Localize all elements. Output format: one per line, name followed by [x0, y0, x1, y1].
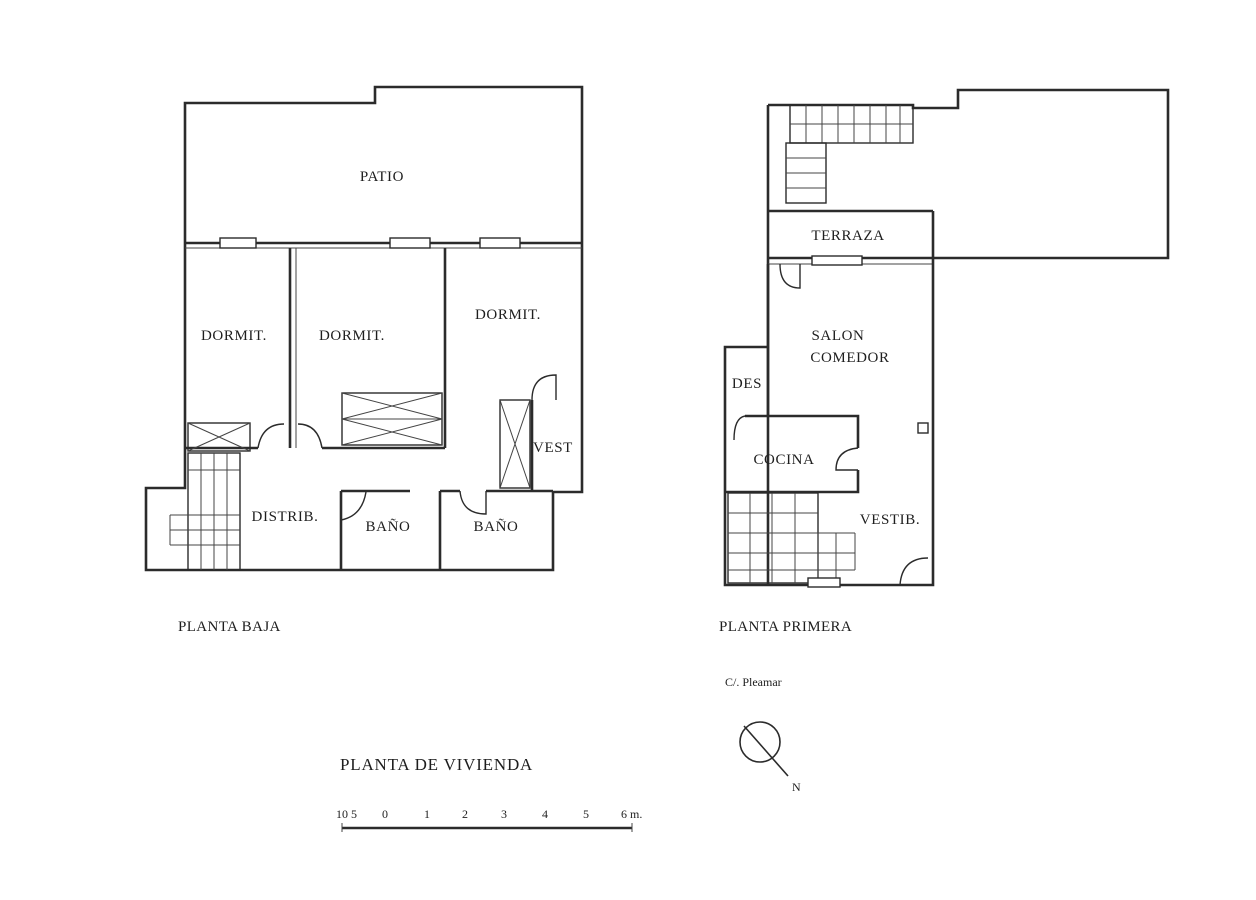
window [389, 237, 431, 249]
upper-staircase [785, 104, 914, 204]
room-label-vestib: VESTIB. [860, 512, 920, 528]
door-swing [733, 415, 746, 441]
door-swing [297, 423, 323, 449]
room-label-comedor: COMEDOR [810, 350, 889, 366]
living-outline [723, 258, 935, 587]
door-swing [459, 490, 487, 515]
scale-tick-label: 5 [583, 807, 589, 821]
window [811, 255, 863, 266]
room-label-patio: PATIO [360, 169, 404, 185]
room-label-bano: BAÑO [474, 519, 519, 535]
door-swing [779, 263, 801, 289]
ground-floor-plan: PATIO DORMIT. DORMIT. DORMIT. VEST DISTR… [144, 85, 584, 635]
room-label-terraza: TERRAZA [811, 228, 884, 244]
room-label-distrib: DISTRIB. [252, 509, 319, 525]
room-label-bano: BAÑO [366, 519, 411, 535]
door-swing [257, 423, 285, 449]
kitchen-walls [725, 414, 860, 494]
room-label-salon: SALON [811, 328, 864, 344]
scale-tick-label: 6 m. [621, 807, 642, 821]
north-letter: N [792, 780, 801, 794]
vest-closet [499, 399, 531, 489]
room-label-dormit: DORMIT. [475, 307, 541, 323]
room-label-dormit: DORMIT. [201, 328, 267, 344]
first-floor-staircase [727, 492, 856, 584]
first-floor-caption: PLANTA PRIMERA [719, 619, 852, 635]
scale-tick-label: 10 5 [336, 807, 357, 821]
room-label-vest: VEST [533, 440, 573, 456]
street-label: C/. Pleamar [725, 675, 782, 689]
scale-tick-label: 1 [424, 807, 430, 821]
scale-tick-label: 0 [382, 807, 388, 821]
window [807, 577, 841, 588]
room-label-cocina: COCINA [753, 452, 814, 468]
north-arrow-icon: N [739, 721, 801, 794]
room-label-dormit: DORMIT. [319, 328, 385, 344]
door-swing [899, 557, 929, 586]
scale-tick-label: 4 [542, 807, 548, 821]
staircase [169, 452, 241, 571]
drawing-title: PLANTA DE VIVIENDA [340, 755, 533, 774]
door-swing [835, 447, 859, 471]
window [479, 237, 521, 249]
closet [187, 422, 251, 452]
first-floor-plan: TERRAZA SALON COMEDOR DES COCINA VESTIB.… [719, 88, 1170, 689]
scale-tick-label: 2 [462, 807, 468, 821]
scale-tick-label: 3 [501, 807, 507, 821]
scale-bar: 10 5 0 1 2 3 4 5 6 m. [336, 807, 642, 832]
room-label-des: DES [732, 376, 762, 392]
ground-floor-caption: PLANTA BAJA [178, 619, 281, 635]
door-swing [340, 491, 367, 521]
door-swing [531, 374, 557, 401]
window [219, 237, 257, 249]
